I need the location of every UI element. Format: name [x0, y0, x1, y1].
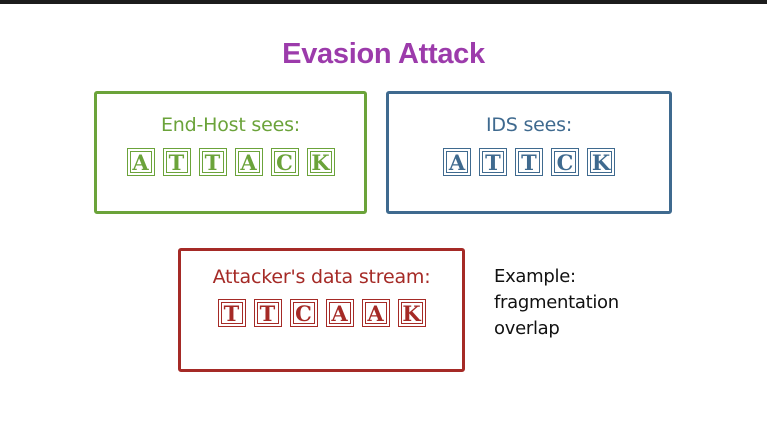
letter-tile: A — [126, 148, 155, 176]
letter-tile: A — [325, 299, 354, 327]
letter-tile: C — [270, 148, 299, 176]
end-host-letters: A T T A C K — [97, 148, 364, 176]
letter-tile: K — [306, 148, 335, 176]
slide-title: Evasion Attack — [282, 38, 485, 70]
attacker-box: Attacker's data stream: T T C A A K — [178, 248, 465, 372]
letter-tile: T — [198, 148, 227, 176]
example-line: Example: — [494, 266, 576, 287]
attacker-label: Attacker's data stream: — [212, 266, 431, 288]
letter-tile: K — [587, 148, 615, 176]
ids-label: IDS sees: — [485, 114, 573, 136]
letter-tile: K — [397, 299, 426, 327]
letter-tile: C — [551, 148, 579, 176]
example-line: fragmentation — [494, 292, 619, 313]
attacker-letters: T T C A A K — [181, 299, 462, 327]
ids-letters: A T T C K — [389, 148, 669, 176]
ids-box: IDS sees: A T T C K — [386, 91, 672, 214]
letter-tile: T — [253, 299, 282, 327]
letter-tile: T — [515, 148, 543, 176]
top-bar — [0, 0, 767, 4]
letter-tile: A — [361, 299, 390, 327]
end-host-box: End-Host sees: A T T A C K — [94, 91, 367, 214]
example-note: Example: fragmentation overlap — [494, 264, 619, 342]
letter-tile: C — [289, 299, 318, 327]
letter-tile: A — [234, 148, 263, 176]
end-host-label: End-Host sees: — [160, 114, 301, 136]
example-line: overlap — [494, 318, 560, 339]
letter-tile: T — [217, 299, 246, 327]
letter-tile: T — [162, 148, 191, 176]
letter-tile: T — [479, 148, 507, 176]
letter-tile: A — [443, 148, 471, 176]
